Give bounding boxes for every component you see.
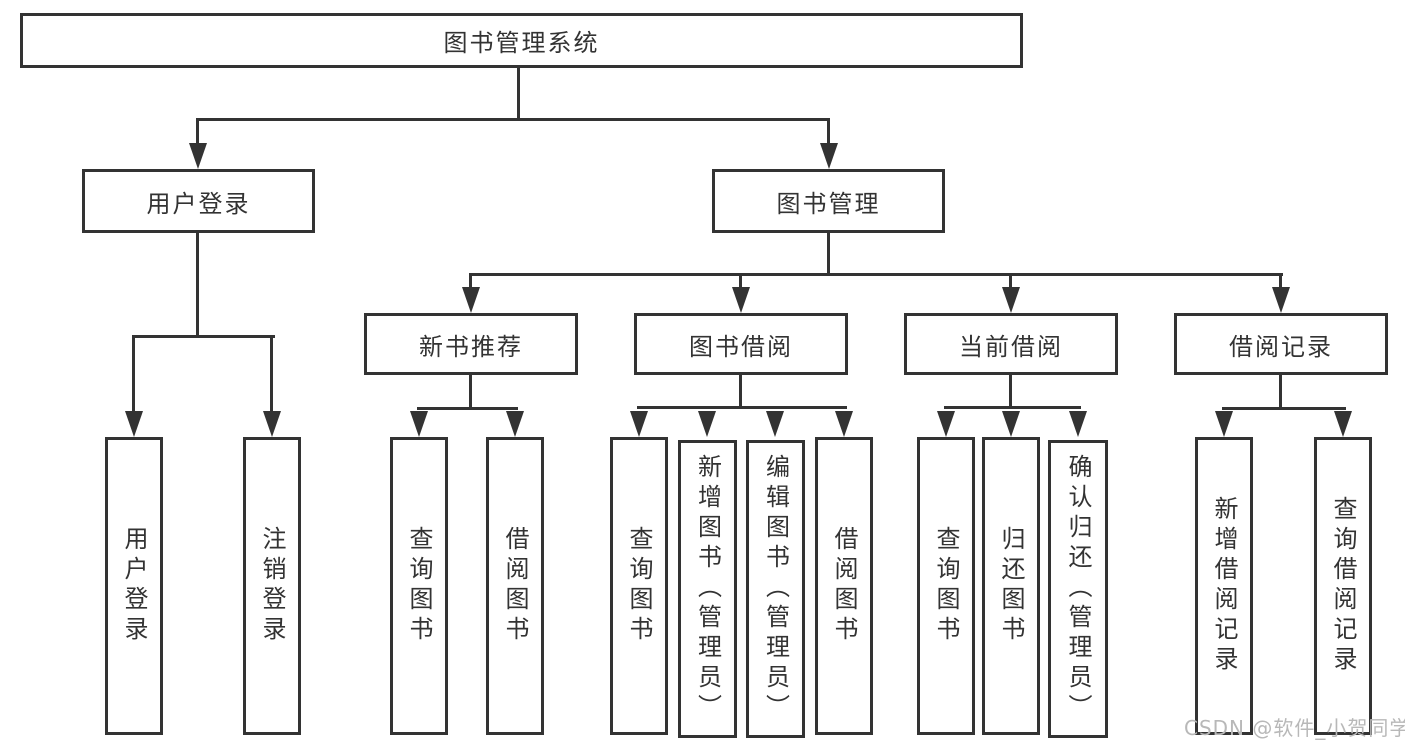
connector-line: [827, 118, 830, 145]
connector-line: [132, 335, 275, 338]
arrow-down-icon: [732, 287, 750, 313]
arrow-down-icon: [410, 411, 428, 437]
connector-line: [1222, 407, 1346, 410]
node-label: 新书推荐: [419, 332, 523, 361]
node-book-management: 图书管理: [712, 169, 945, 233]
node-label: 图书管理系统: [443, 29, 600, 57]
leaf-add-books-admin: 新增图书（管理员）: [678, 440, 737, 738]
arrow-down-icon: [263, 411, 281, 437]
leaf-borrow-books-recommend: 借阅图书: [486, 437, 544, 735]
node-label: 查询图书: [405, 526, 433, 646]
connector-line: [827, 233, 830, 273]
connector-line: [1009, 273, 1012, 289]
leaf-confirm-return-admin: 确认归还（管理员）: [1048, 440, 1108, 738]
connector-line: [739, 273, 742, 289]
node-user-login: 用户登录: [82, 169, 315, 233]
leaf-edit-books-admin: 编辑图书（管理员）: [746, 440, 805, 738]
node-label: 借阅图书: [830, 526, 858, 646]
leaf-borrow-books-borrowing: 借阅图书: [815, 437, 873, 735]
arrow-down-icon: [835, 411, 853, 437]
node-label: 用户登录: [146, 189, 251, 218]
node-book-borrowing: 图书借阅: [634, 313, 848, 375]
leaf-query-books-recommend: 查询图书: [390, 437, 448, 735]
node-label: 查询图书: [932, 526, 960, 646]
node-label: 确认归还（管理员）: [1064, 454, 1092, 724]
node-label: 用户登录: [120, 526, 148, 646]
arrow-down-icon: [698, 411, 716, 437]
node-label: 注销登录: [258, 526, 286, 646]
arrow-down-icon: [1334, 411, 1352, 437]
arrow-down-icon: [506, 411, 524, 437]
arrow-down-icon: [1272, 287, 1290, 313]
node-label: 图书管理: [776, 189, 881, 218]
connector-line: [637, 406, 847, 409]
arrow-down-icon: [462, 287, 480, 313]
node-label: 图书借阅: [689, 332, 793, 361]
arrow-down-icon: [1002, 411, 1020, 437]
node-label: 借阅图书: [501, 526, 529, 646]
node-label: 查询图书: [625, 526, 653, 646]
connector-line: [517, 68, 520, 118]
leaf-logout-login: 注销登录: [243, 437, 301, 735]
node-current-borrowing: 当前借阅: [904, 313, 1118, 375]
arrow-down-icon: [937, 411, 955, 437]
leaf-return-books: 归还图书: [982, 437, 1040, 735]
connector-line: [1009, 375, 1012, 406]
arrow-down-icon: [1002, 287, 1020, 313]
arrow-down-icon: [1215, 411, 1233, 437]
connector-line: [1279, 273, 1282, 289]
arrow-down-icon: [1069, 411, 1087, 437]
node-new-book-recommendation: 新书推荐: [364, 313, 578, 375]
node-label: 归还图书: [997, 526, 1025, 646]
connector-line: [469, 273, 1283, 276]
connector-line: [132, 335, 135, 413]
connector-line: [944, 406, 1081, 409]
arrow-down-icon: [189, 143, 207, 169]
connector-line: [196, 118, 830, 121]
connector-line: [196, 233, 199, 335]
arrow-down-icon: [125, 411, 143, 437]
arrow-down-icon: [630, 411, 648, 437]
node-label: 借阅记录: [1229, 332, 1333, 361]
watermark: CSDN @软件_小贺同学: [1184, 716, 1405, 740]
connector-line: [417, 407, 518, 410]
arrow-down-icon: [766, 411, 784, 437]
connector-line: [739, 375, 742, 406]
node-label: 新增借阅记录: [1210, 496, 1238, 676]
leaf-query-books-borrowing: 查询图书: [610, 437, 668, 735]
node-library-management-system: 图书管理系统: [20, 13, 1023, 68]
node-borrowing-records: 借阅记录: [1174, 313, 1388, 375]
connector-line: [270, 335, 273, 413]
leaf-user-login: 用户登录: [105, 437, 163, 735]
connector-line: [196, 118, 199, 145]
node-label: 当前借阅: [959, 332, 1063, 361]
leaf-add-borrow-record: 新增借阅记录: [1195, 437, 1253, 735]
leaf-query-books-current: 查询图书: [917, 437, 975, 735]
node-label: 编辑图书（管理员）: [761, 454, 790, 724]
connector-line: [1279, 375, 1282, 407]
connector-line: [469, 273, 472, 289]
leaf-query-borrow-record: 查询借阅记录: [1314, 437, 1372, 735]
arrow-down-icon: [820, 143, 838, 169]
node-label: 查询借阅记录: [1329, 496, 1357, 676]
connector-line: [469, 375, 472, 407]
node-label: 新增图书（管理员）: [693, 454, 722, 724]
